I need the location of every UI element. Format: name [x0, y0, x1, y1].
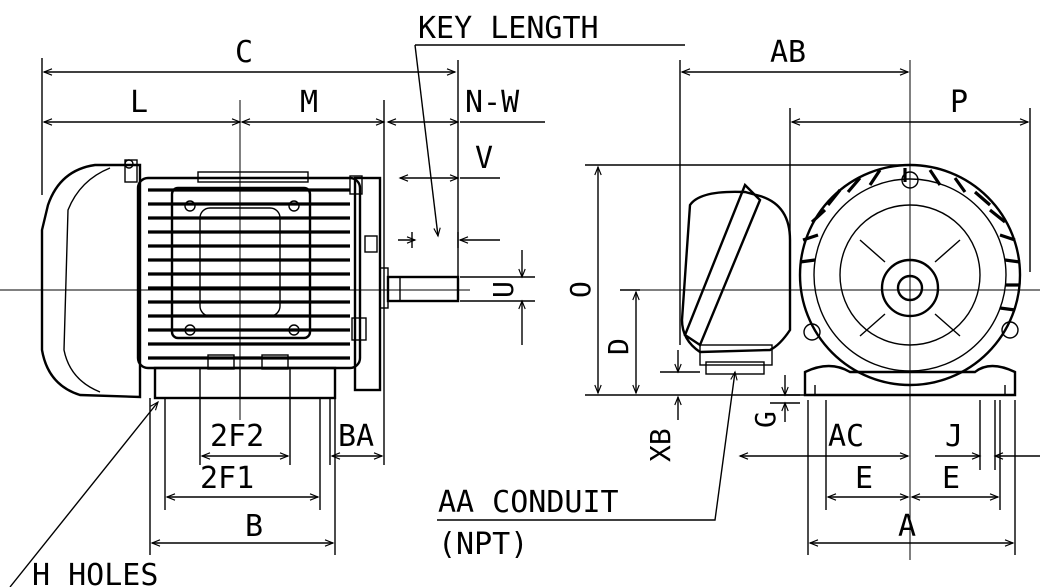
- label-p: P: [950, 85, 968, 120]
- label-l: L: [130, 85, 148, 120]
- label-npt: (NPT): [438, 527, 528, 562]
- label-2f1: 2F1: [200, 461, 254, 496]
- fan-cover: [40, 163, 142, 399]
- conduit-box: [680, 190, 792, 354]
- mounting-feet: [153, 366, 337, 400]
- dimension-lines: [9, 44, 1040, 587]
- label-g: G: [749, 411, 782, 428]
- label-b: B: [245, 509, 263, 544]
- label-v: V: [475, 141, 493, 176]
- label-n-w: N-W: [465, 85, 520, 120]
- label-ac: AC: [828, 419, 864, 454]
- side-view: [0, 100, 470, 420]
- label-ab: AB: [770, 35, 806, 70]
- dimension-labels: C KEY LENGTH AB L M N-W P V U O D XB G 2…: [32, 11, 968, 587]
- cooling-fins: [148, 188, 350, 360]
- label-a: A: [898, 509, 916, 544]
- label-e-right: E: [942, 461, 960, 496]
- label-key-length: KEY LENGTH: [418, 11, 599, 46]
- label-o: O: [564, 281, 597, 298]
- label-e-left: E: [855, 461, 873, 496]
- front-feet: [803, 364, 1017, 397]
- label-h-holes: H HOLES: [32, 558, 158, 587]
- shaft: [386, 275, 460, 303]
- label-2f2: 2F2: [210, 419, 264, 454]
- front-bracket: [353, 176, 382, 392]
- label-xb: XB: [644, 428, 677, 462]
- terminal-box: [170, 186, 312, 340]
- label-u: U: [487, 281, 520, 298]
- frame-fins: [799, 168, 1021, 312]
- label-c: C: [235, 35, 253, 70]
- label-ba: BA: [338, 419, 374, 454]
- label-m: M: [300, 85, 318, 120]
- label-aa-conduit: AA CONDUIT: [438, 485, 619, 520]
- label-d: D: [602, 338, 635, 355]
- label-j: J: [945, 419, 963, 454]
- front-view: [640, 60, 1040, 560]
